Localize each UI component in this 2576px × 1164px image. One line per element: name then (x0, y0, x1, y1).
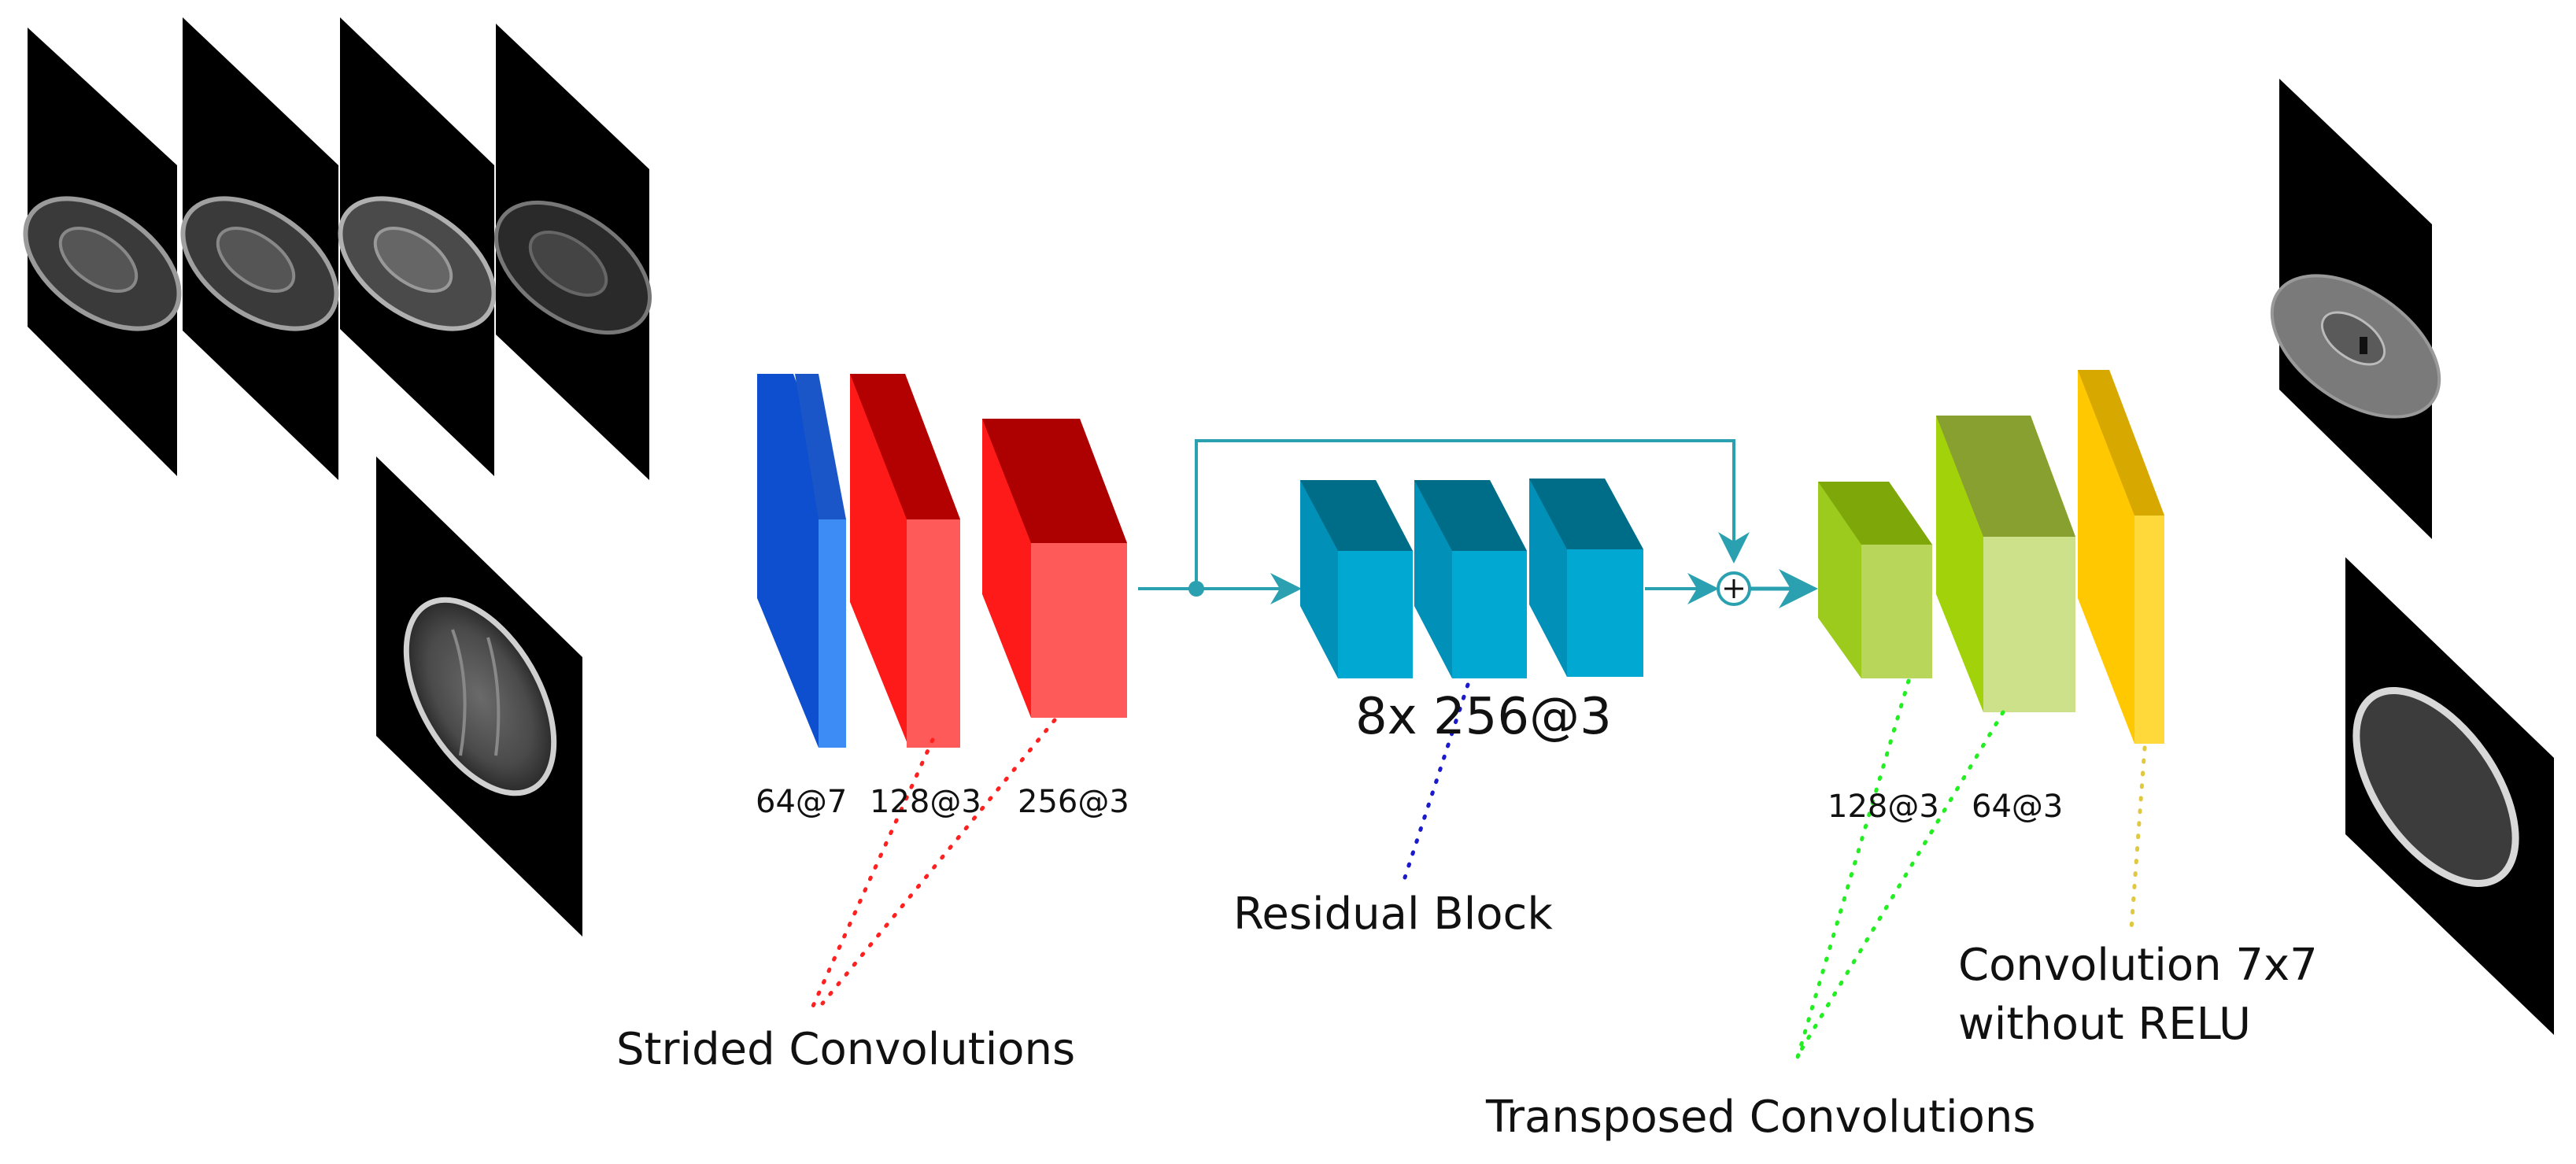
leader-final (2129, 745, 2147, 931)
leader-strided-128 (808, 737, 935, 1014)
strided-conv-128-block (850, 374, 960, 748)
dot-icon (1188, 581, 1204, 597)
output-ct-stack (2270, 79, 2554, 1035)
input-mri-slice-2 (180, 17, 339, 480)
main-flow-arrows (1138, 569, 1818, 608)
annotation-final-line2: without RELU (1958, 999, 2251, 1050)
residual-block-1 (1300, 480, 1413, 678)
strided-conv-256-block (982, 419, 1127, 718)
circle-plus-icon (1717, 571, 1751, 606)
input-mri-slice-4 (493, 24, 652, 480)
input-mri-slice-1 (23, 28, 182, 476)
leader-transposed-64 (1796, 710, 2005, 1057)
leader-residual (1403, 682, 1470, 880)
output-ct-slice-head (2345, 557, 2554, 1035)
annotations: Strided Convolutions Residual Block Tran… (616, 889, 2318, 1143)
residual-skip-connection (1195, 439, 1750, 589)
label-strided-128-3: 128@3 (870, 784, 981, 820)
label-conv-64-7: 64@7 (756, 784, 847, 820)
residual-block-2 (1414, 480, 1527, 678)
input-mri-stack (23, 17, 652, 937)
residual-block-3 (1529, 479, 1643, 677)
transposed-conv-64-block (1936, 416, 2075, 712)
annotation-strided: Strided Convolutions (616, 1024, 1075, 1075)
conv7-block (757, 374, 846, 748)
leader-transposed-128 (1794, 678, 1911, 1065)
annotation-residual: Residual Block (1233, 889, 1553, 940)
annotation-final-line1: Convolution 7x7 (1958, 940, 2318, 991)
label-residual-count: 8x 256@3 (1355, 688, 1612, 746)
transposed-conv-128-block (1818, 482, 1932, 678)
layer-labels: 64@7 128@3 256@3 8x 256@3 128@3 64@3 (756, 688, 2063, 825)
output-ct-slice-body (2270, 79, 2441, 539)
leader-strided-256 (820, 718, 1057, 1006)
input-mri-slice-3 (338, 17, 497, 476)
label-strided-256-3: 256@3 (1018, 784, 1129, 820)
leader-lines (808, 678, 2147, 1065)
label-transposed-64-3: 64@3 (1972, 789, 2063, 825)
final-conv7-block (2078, 370, 2164, 744)
label-transposed-128-3: 128@3 (1828, 789, 1939, 825)
input-mri-slice-brain (376, 456, 582, 937)
annotation-transposed: Transposed Convolutions (1485, 1092, 2036, 1143)
